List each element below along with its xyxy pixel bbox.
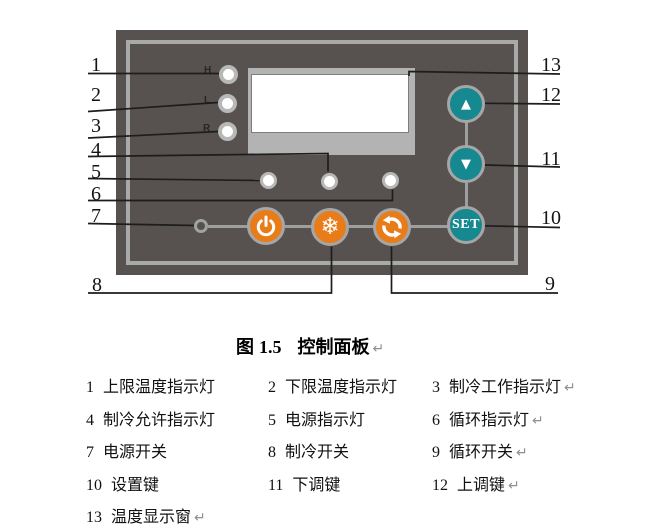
- up-adjust-button: ▲: [447, 85, 485, 123]
- callout-10: 10: [541, 207, 561, 229]
- callout-11: 11: [541, 148, 561, 170]
- caption-title: 控制面板: [297, 337, 370, 357]
- return-mark: ↵: [564, 380, 576, 396]
- return-mark: ↵: [194, 510, 206, 526]
- set-button-label: SET: [452, 217, 480, 232]
- caption-return-mark: ↵: [372, 341, 385, 357]
- cooling-work-indicator-led: [218, 122, 237, 141]
- upper-limit-indicator-led: [219, 65, 238, 84]
- temperature-display-window: [251, 74, 409, 133]
- down-adjust-button: ▼: [447, 145, 485, 183]
- power-switch-button: [247, 207, 285, 245]
- callout-3: 3: [91, 115, 101, 137]
- led-label-l: L: [204, 95, 211, 106]
- power-icon: [256, 215, 276, 237]
- callout-4: 4: [91, 139, 101, 161]
- led-label-h: H: [204, 65, 212, 76]
- caption-figure-number: 1.5: [259, 337, 282, 357]
- callout-5: 5: [91, 161, 101, 183]
- cycle-switch-button: [373, 208, 411, 246]
- return-mark: ↵: [516, 445, 528, 461]
- callout-13: 13: [541, 54, 561, 76]
- lower-limit-indicator-led: [218, 94, 237, 113]
- down-arrow-icon: ▼: [461, 156, 471, 172]
- callout-8: 8: [92, 274, 102, 296]
- cycle-indicator-led: [382, 172, 399, 189]
- callout-2: 2: [91, 84, 101, 106]
- cooling-switch-button: ❄: [311, 208, 349, 246]
- callout-9: 9: [545, 273, 555, 295]
- snowflake-icon: ❄: [320, 213, 340, 240]
- callout-6: 6: [91, 183, 101, 205]
- return-mark: ↵: [508, 478, 520, 494]
- cooling-allow-indicator-led: [260, 172, 277, 189]
- caption-figure-word: 图: [236, 337, 254, 357]
- panel-screw-hole: [194, 219, 208, 233]
- callout-12: 12: [541, 84, 561, 106]
- cycle-arrows-icon: [382, 215, 402, 239]
- led-label-r: R: [203, 123, 211, 134]
- callout-1: 1: [91, 54, 101, 76]
- set-button: SET: [447, 206, 485, 244]
- return-mark: ↵: [532, 413, 544, 429]
- power-indicator-led: [321, 173, 338, 190]
- callout-7: 7: [91, 205, 101, 227]
- up-arrow-icon: ▲: [461, 96, 471, 112]
